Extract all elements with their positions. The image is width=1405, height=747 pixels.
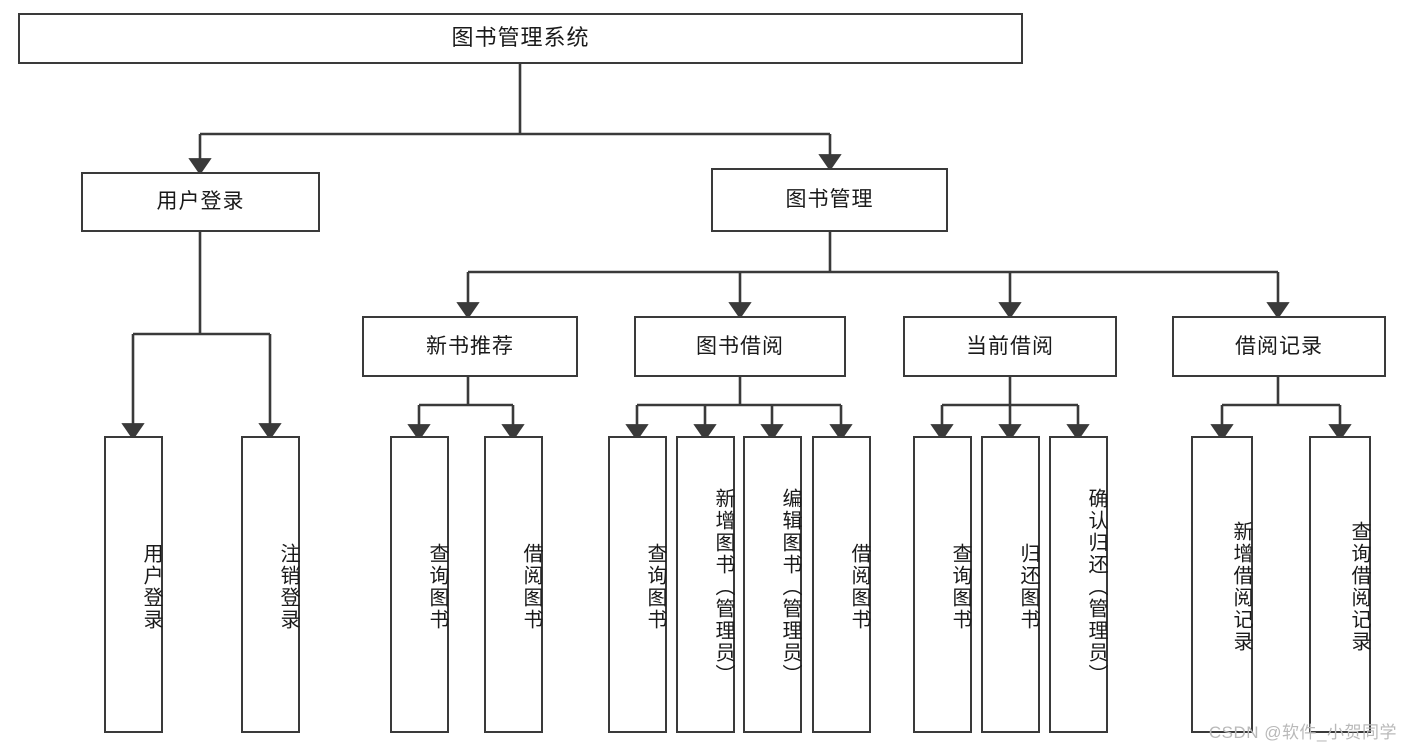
node-label: 新书推荐 <box>426 334 514 358</box>
leaf-query-book-borrow[interactable]: 查询图书 <box>608 436 667 733</box>
node-label: 确认归还（管理员） <box>1085 487 1107 686</box>
node-label: 查询图书 <box>949 542 971 631</box>
node-label: 当前借阅 <box>966 334 1054 358</box>
node-label: 图书管理 <box>785 188 874 212</box>
leaf-user-login[interactable]: 用户登录 <box>104 436 163 733</box>
leaf-query-book-new[interactable]: 查询图书 <box>390 436 449 733</box>
node-label: 新增借阅记录 <box>1230 520 1252 653</box>
node-label: 注销登录 <box>277 542 299 631</box>
leaf-logout[interactable]: 注销登录 <box>241 436 300 733</box>
leaf-return-book[interactable]: 归还图书 <box>981 436 1040 733</box>
node-label: 借阅记录 <box>1235 334 1323 358</box>
watermark: CSDN @软件_小贺同学 <box>1208 723 1397 742</box>
leaf-borrow-book[interactable]: 借阅图书 <box>812 436 871 733</box>
leaf-edit-book-admin[interactable]: 编辑图书（管理员） <box>743 436 802 733</box>
leaf-confirm-return-admin[interactable]: 确认归还（管理员） <box>1049 436 1108 733</box>
node-current-borrow[interactable]: 当前借阅 <box>903 316 1117 377</box>
leaf-add-book-admin[interactable]: 新增图书（管理员） <box>676 436 735 733</box>
node-user-login[interactable]: 用户登录 <box>81 172 320 232</box>
node-label: 查询图书 <box>426 542 448 631</box>
node-label: 归还图书 <box>1017 542 1039 631</box>
node-borrow-record[interactable]: 借阅记录 <box>1172 316 1386 377</box>
leaf-borrow-book-new[interactable]: 借阅图书 <box>484 436 543 733</box>
leaf-query-borrow-record[interactable]: 查询借阅记录 <box>1309 436 1371 733</box>
node-new-book-recommend[interactable]: 新书推荐 <box>362 316 578 377</box>
node-label: 查询图书 <box>644 542 666 631</box>
leaf-add-borrow-record[interactable]: 新增借阅记录 <box>1191 436 1253 733</box>
node-book-borrow[interactable]: 图书借阅 <box>634 316 846 377</box>
node-book-management[interactable]: 图书管理 <box>711 168 948 232</box>
node-label: 查询借阅记录 <box>1348 520 1370 653</box>
node-label: 借阅图书 <box>848 542 870 631</box>
node-label: 新增图书（管理员） <box>712 487 734 686</box>
node-label: 图书借阅 <box>696 334 784 358</box>
node-label: 借阅图书 <box>520 542 542 631</box>
node-root-library-system[interactable]: 图书管理系统 <box>18 13 1023 64</box>
node-label: 用户登录 <box>156 190 245 214</box>
node-label: 用户登录 <box>140 542 162 631</box>
leaf-query-book-current[interactable]: 查询图书 <box>913 436 972 733</box>
node-label: 图书管理系统 <box>451 25 590 51</box>
node-label: 编辑图书（管理员） <box>779 487 801 686</box>
